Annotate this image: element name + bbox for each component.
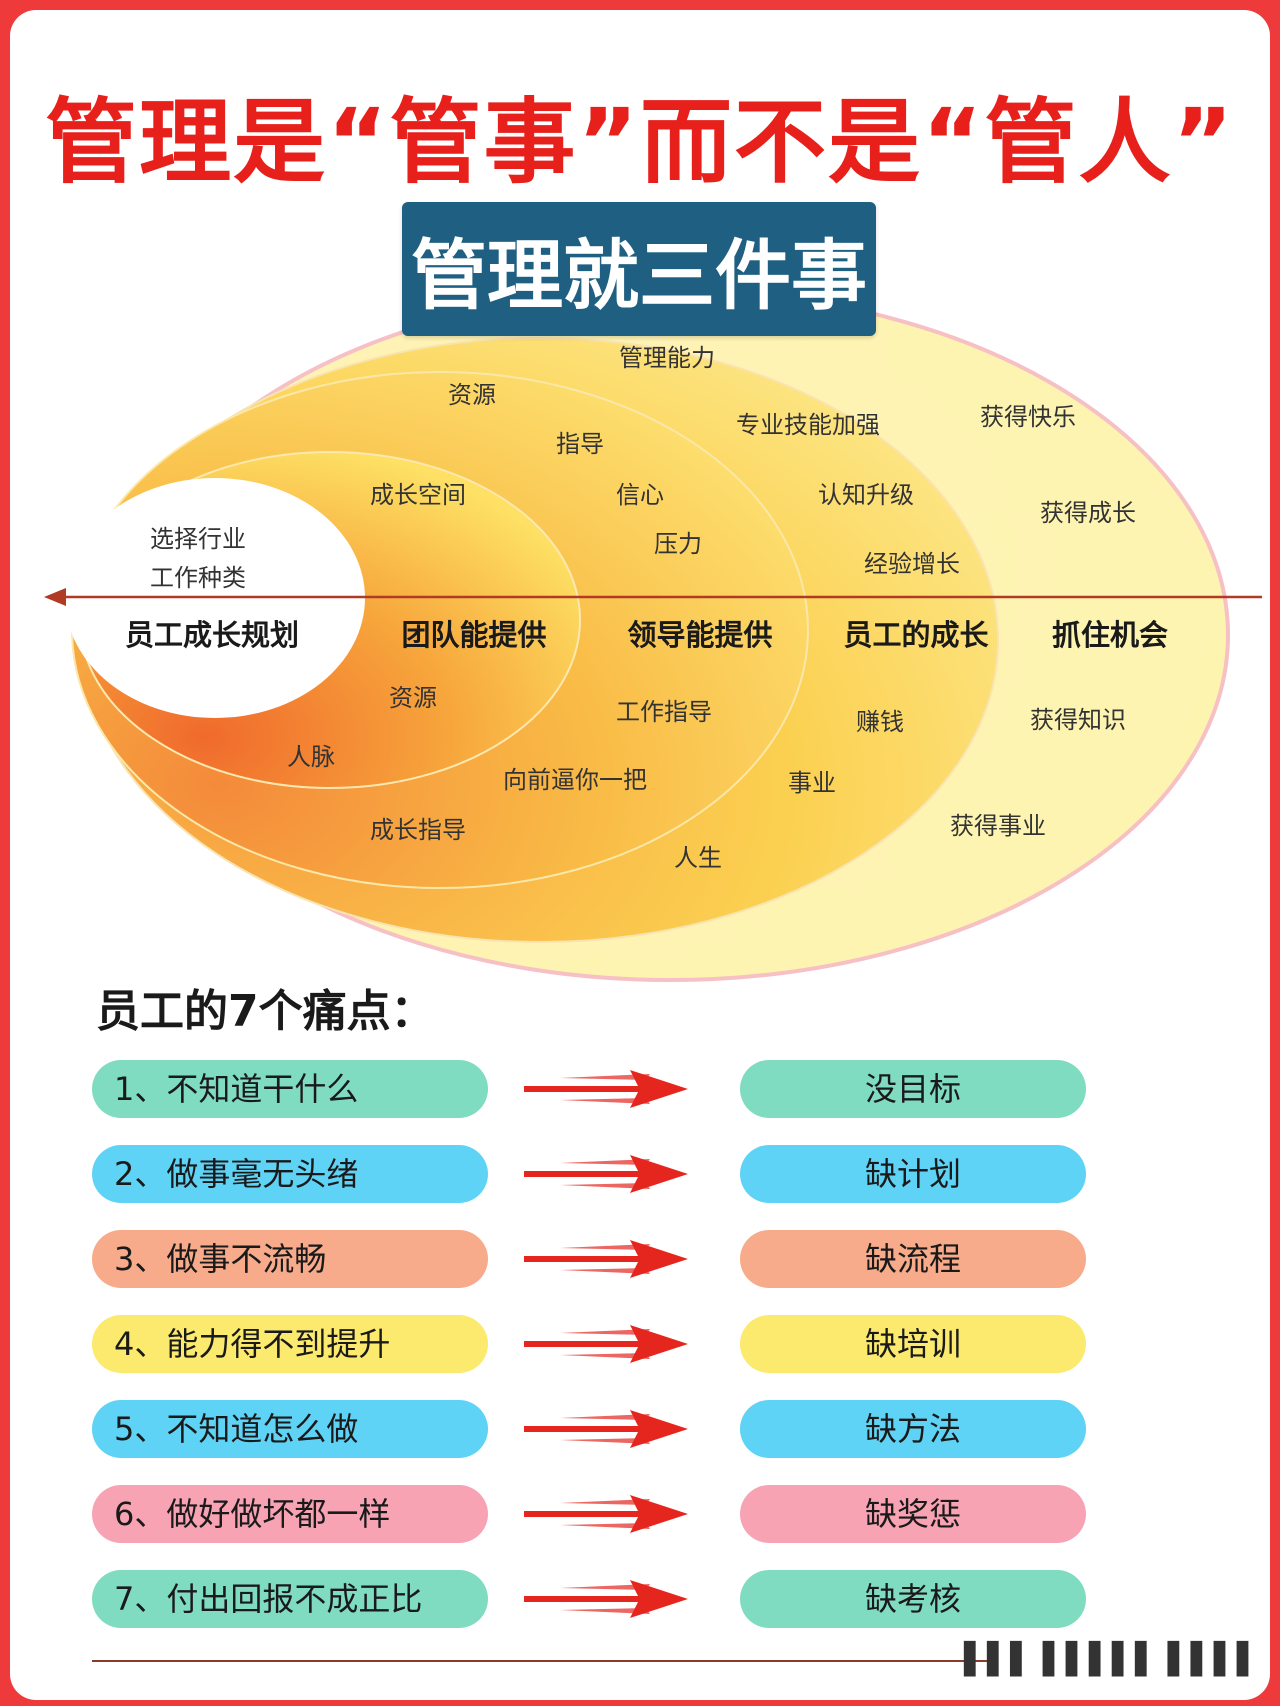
term-experience-growth: 经验增长: [864, 550, 960, 578]
term-skill-boost: 专业技能加强: [736, 411, 880, 439]
ring-label-leader: 领导能提供: [627, 618, 772, 652]
term-work-type: 工作种类: [150, 564, 246, 592]
banner-three-things: 管理就三件事: [402, 202, 876, 336]
pain-cause-4: 缺培训: [740, 1315, 1086, 1373]
ring-label-growth: 员工的成长: [843, 618, 989, 652]
term-gain-career: 获得事业: [950, 812, 1046, 840]
pain-cause-7: 缺考核: [740, 1570, 1086, 1628]
arrow-icon: [524, 1410, 688, 1448]
term-cognition-upgrade: 认知升级: [818, 481, 914, 509]
term-earn-money: 赚钱: [856, 708, 904, 736]
term-career: 事业: [788, 769, 836, 797]
ring-label-employee-plan: 员工成长规划: [125, 618, 299, 652]
term-guidance: 指导: [556, 430, 604, 458]
term-confidence: 信心: [616, 481, 664, 509]
pain-points-title: 员工的7个痛点：: [96, 986, 435, 1037]
pain-point-2: 2、做事毫无头绪: [92, 1145, 488, 1203]
ring-label-opportunity: 抓住机会: [1052, 618, 1168, 652]
pain-point-4: 4、能力得不到提升: [92, 1315, 488, 1373]
axis-arrowhead: [44, 588, 66, 606]
term-gain-growth: 获得成长: [1040, 499, 1136, 527]
ring-label-team: 团队能提供: [401, 618, 546, 652]
term-resources-upper: 资源: [448, 381, 496, 409]
pain-point-5: 5、不知道怎么做: [92, 1400, 488, 1458]
bottom-divider: [92, 1660, 992, 1662]
term-choose-industry: 选择行业: [150, 525, 246, 553]
term-gain-knowledge: 获得知识: [1030, 706, 1126, 734]
term-work-guidance: 工作指导: [616, 698, 712, 726]
term-growth-guidance: 成长指导: [370, 816, 466, 844]
pain-cause-1: 没目标: [740, 1060, 1086, 1118]
term-resources-lower: 资源: [389, 684, 437, 712]
term-gain-happiness: 获得快乐: [980, 403, 1076, 431]
term-push-forward: 向前逼你一把: [503, 766, 647, 794]
pain-point-1: 1、不知道干什么: [92, 1060, 488, 1118]
pain-cause-2: 缺计划: [740, 1145, 1086, 1203]
watermark: ▌▌▌ ▌▌▌▌▌ ▌▌▌▌: [964, 1642, 1260, 1677]
pain-cause-5: 缺方法: [740, 1400, 1086, 1458]
arrow-icon: [524, 1240, 688, 1278]
pain-point-7: 7、付出回报不成正比: [92, 1570, 488, 1628]
pain-point-3: 3、做事不流畅: [92, 1230, 488, 1288]
term-life: 人生: [674, 844, 722, 872]
term-pressure: 压力: [654, 530, 702, 558]
pain-point-6: 6、做好做坏都一样: [92, 1485, 488, 1543]
pain-cause-6: 缺奖惩: [740, 1485, 1086, 1543]
term-management-ability: 管理能力: [619, 344, 715, 372]
term-growth-space: 成长空间: [370, 481, 466, 509]
arrow-icon: [524, 1070, 688, 1108]
arrow-icon: [524, 1580, 688, 1618]
term-network: 人脉: [287, 743, 335, 771]
arrow-icon: [524, 1495, 688, 1533]
arrow-icon: [524, 1155, 688, 1193]
page-title: 管理是“管事”而不是“管人”: [45, 89, 1235, 196]
ring-diagram: 员工成长规划 团队能提供 领导能提供 员工的成长 抓住机会 管理能力 资源 专业…: [44, 288, 1262, 982]
pain-cause-3: 缺流程: [740, 1230, 1086, 1288]
arrow-icon: [524, 1325, 688, 1363]
